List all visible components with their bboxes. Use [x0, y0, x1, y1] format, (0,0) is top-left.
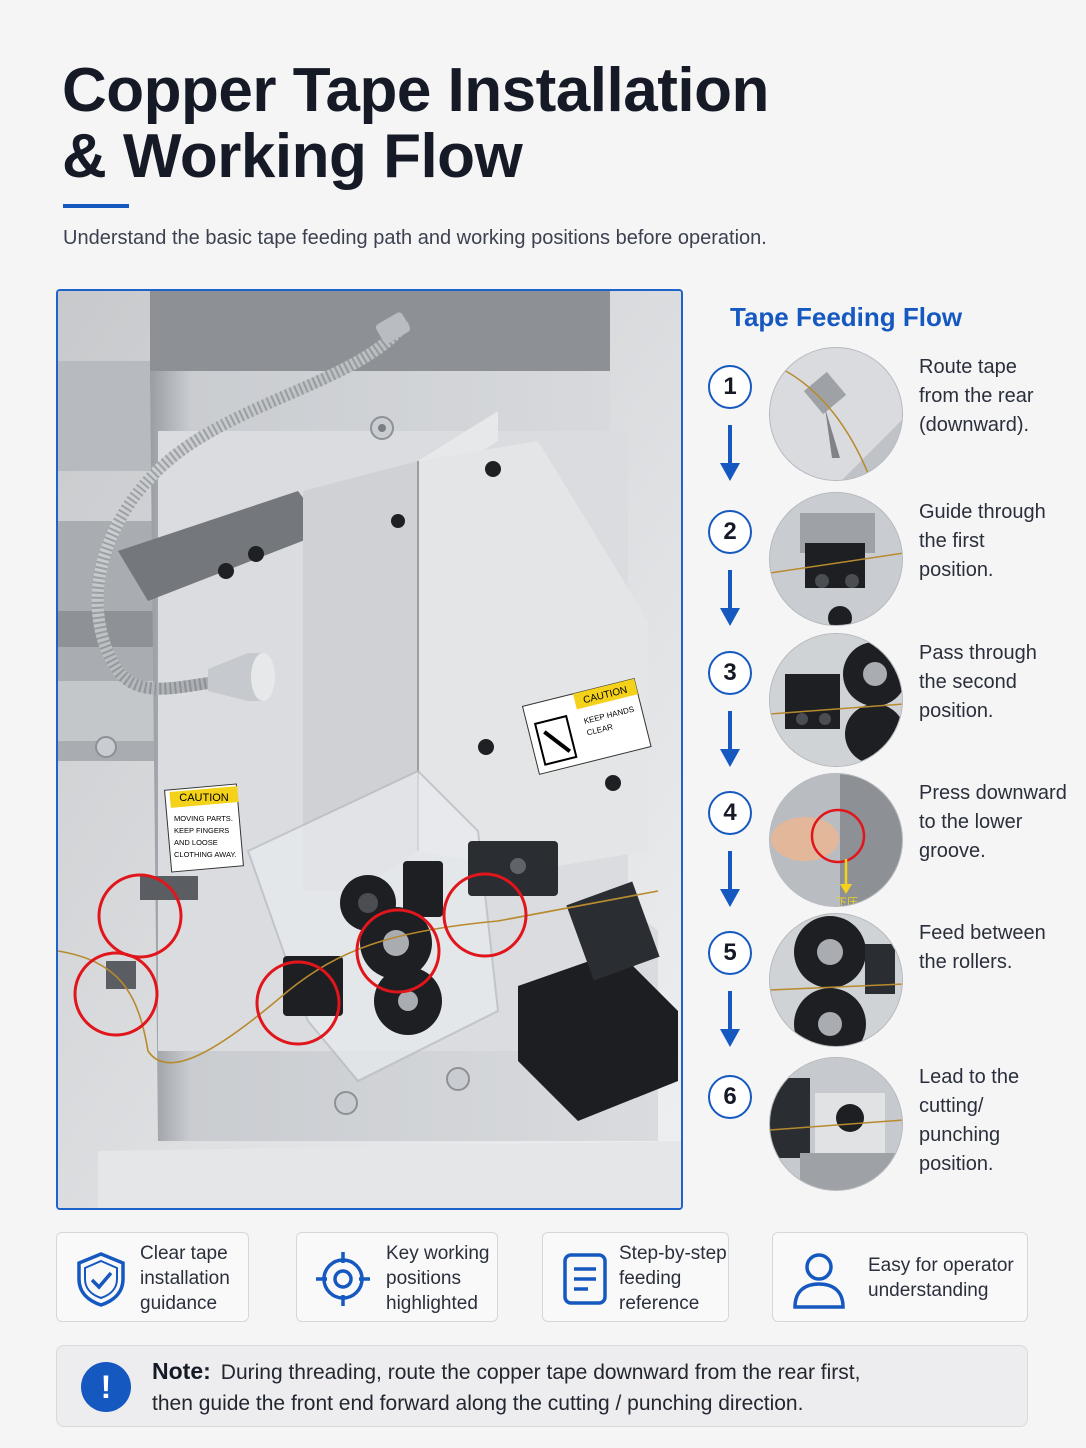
machine-photo: CAUTION KEEP HANDS CLEAR CAUTION MOVING … [56, 289, 683, 1210]
machine-illustration: CAUTION KEEP HANDS CLEAR CAUTION MOVING … [58, 291, 681, 1208]
feature-text: Step-by-step feeding reference [619, 1241, 727, 1316]
step-text-line: (downward). [919, 414, 1030, 436]
step-photo [769, 913, 903, 1047]
title-underline [63, 204, 129, 208]
page-subtitle: Understand the basic tape feeding path a… [63, 227, 767, 249]
feature-text: Clear tape installation guidance [140, 1241, 230, 1316]
note-line-1: Note: During threading, route the copper … [152, 1356, 1012, 1388]
flow-step-1: 1 Route tape from the rear (downward). [706, 347, 1076, 505]
flow-step-3: 3 Pass through the second position. [706, 633, 1076, 791]
step-description: Guide through the first position. [919, 498, 1079, 585]
note-line-2: then guide the front end forward along t… [152, 1392, 804, 1415]
feature-text-line: positions [386, 1268, 461, 1289]
step-text-line: the first [919, 530, 985, 552]
user-icon [793, 1253, 845, 1309]
feature-card-reference: Step-by-step feeding reference [542, 1232, 729, 1322]
caution-text-left-3: AND LOOSE [174, 838, 218, 847]
feature-text-line: feeding [619, 1268, 682, 1289]
step-text-line: the rollers. [919, 951, 1013, 973]
step-number: 5 [708, 931, 752, 975]
step-photo [769, 633, 903, 767]
step-text-line: the second [919, 671, 1017, 693]
step-description: Press downward to the lower groove. [919, 779, 1079, 866]
title-line-2: & Working Flow [62, 122, 523, 191]
feature-card-operator: Easy for operator understanding [772, 1232, 1028, 1322]
feature-text: Key working positions highlighted [386, 1241, 490, 1316]
step-photo [769, 347, 903, 481]
highlight-circle-4 [355, 908, 441, 994]
step-number: 1 [708, 365, 752, 409]
feature-card-positions: Key working positions highlighted [296, 1232, 498, 1322]
note-label: Note: [152, 1358, 211, 1384]
step-photo [769, 492, 903, 626]
feature-text-line: Step-by-step [619, 1243, 727, 1264]
caution-text-left-2: KEEP FINGERS [174, 826, 229, 835]
caution-text-left-4: CLOTHING AWAY. [174, 850, 237, 859]
feature-text-line: installation [140, 1268, 230, 1289]
step-text-line: Guide through [919, 501, 1046, 523]
highlight-circle-2 [73, 951, 159, 1037]
step-text-line: Lead to the [919, 1066, 1020, 1088]
step-number: 2 [708, 510, 752, 554]
highlight-circle-1 [97, 873, 183, 959]
highlight-circles [73, 872, 528, 1046]
document-icon [563, 1253, 607, 1305]
down-arrow-icon [720, 570, 740, 626]
feature-text-line: Easy for operator [868, 1255, 1014, 1276]
flow-step-6: 6 Lead to the cutting/ punching position… [706, 1057, 1076, 1215]
step-text-line: cutting/ [919, 1095, 984, 1117]
note-line-1-text: During threading, route the copper tape … [220, 1361, 861, 1384]
step-description: Route tape from the rear (downward). [919, 353, 1079, 440]
feature-text-line: reference [619, 1293, 700, 1314]
caution-label-right: CAUTION KEEP HANDS CLEAR [521, 677, 652, 775]
caution-label-left: CAUTION MOVING PARTS. KEEP FINGERS AND L… [164, 783, 244, 873]
step-number: 6 [708, 1075, 752, 1119]
feature-text-line: understanding [868, 1280, 989, 1301]
step-number: 3 [708, 651, 752, 695]
target-icon [316, 1252, 370, 1306]
step-text-line: from the rear [919, 385, 1034, 407]
highlight-circle-3 [255, 960, 341, 1046]
highlight-circle-5 [442, 872, 528, 958]
down-arrow-icon [720, 991, 740, 1047]
exclamation-icon: ! [81, 1362, 131, 1412]
step-description: Feed between the rollers. [919, 919, 1079, 977]
feature-card-guidance: Clear tape installation guidance [56, 1232, 249, 1322]
note-text: Note: During threading, route the copper … [152, 1356, 1012, 1419]
flow-step-5: 5 Feed between the rollers. [706, 913, 1076, 1071]
step-text-line: position. [919, 700, 994, 722]
step-text-line: punching [919, 1124, 1001, 1146]
down-arrow-icon [720, 425, 740, 481]
step-text-line: Feed between [919, 922, 1046, 944]
step-text-line: position. [919, 559, 994, 581]
step-text-line: position. [919, 1153, 994, 1175]
flow-title: Tape Feeding Flow [730, 302, 963, 332]
note-box: ! Note: During threading, route the coppe… [56, 1345, 1028, 1427]
step-photo: 下压 [769, 773, 903, 907]
step4-overlay-label: 下压 [836, 896, 858, 907]
step-text-line: to the lower [919, 811, 1023, 833]
step-photo [769, 1057, 903, 1191]
down-arrow-icon [720, 711, 740, 767]
title-line-1: Copper Tape Installation [62, 56, 769, 125]
feature-text-line: Clear tape [140, 1243, 228, 1264]
page-title: Copper Tape Installation & Working Flow [62, 58, 962, 190]
caution-text-left-1: MOVING PARTS. [174, 814, 233, 823]
step-text-line: Pass through [919, 642, 1037, 664]
step-number: 4 [708, 791, 752, 835]
feature-text: Easy for operator understanding [868, 1253, 1014, 1303]
feature-text-line: Key working [386, 1243, 490, 1264]
step-description: Pass through the second position. [919, 639, 1079, 726]
step-text-line: groove. [919, 840, 986, 862]
step-text-line: Press downward [919, 782, 1067, 804]
step-text-line: Route tape [919, 356, 1017, 378]
caution-word-left: CAUTION [179, 792, 229, 804]
feature-text-line: highlighted [386, 1293, 478, 1314]
step-description: Lead to the cutting/ punching position. [919, 1063, 1079, 1179]
shield-check-icon [77, 1252, 125, 1307]
flow-step-4: 4 下压 Press downward to the lower groove. [706, 773, 1076, 931]
feature-text-line: guidance [140, 1293, 218, 1314]
flow-step-2: 2 Guide through the first position. [706, 492, 1076, 650]
down-arrow-icon [720, 851, 740, 907]
